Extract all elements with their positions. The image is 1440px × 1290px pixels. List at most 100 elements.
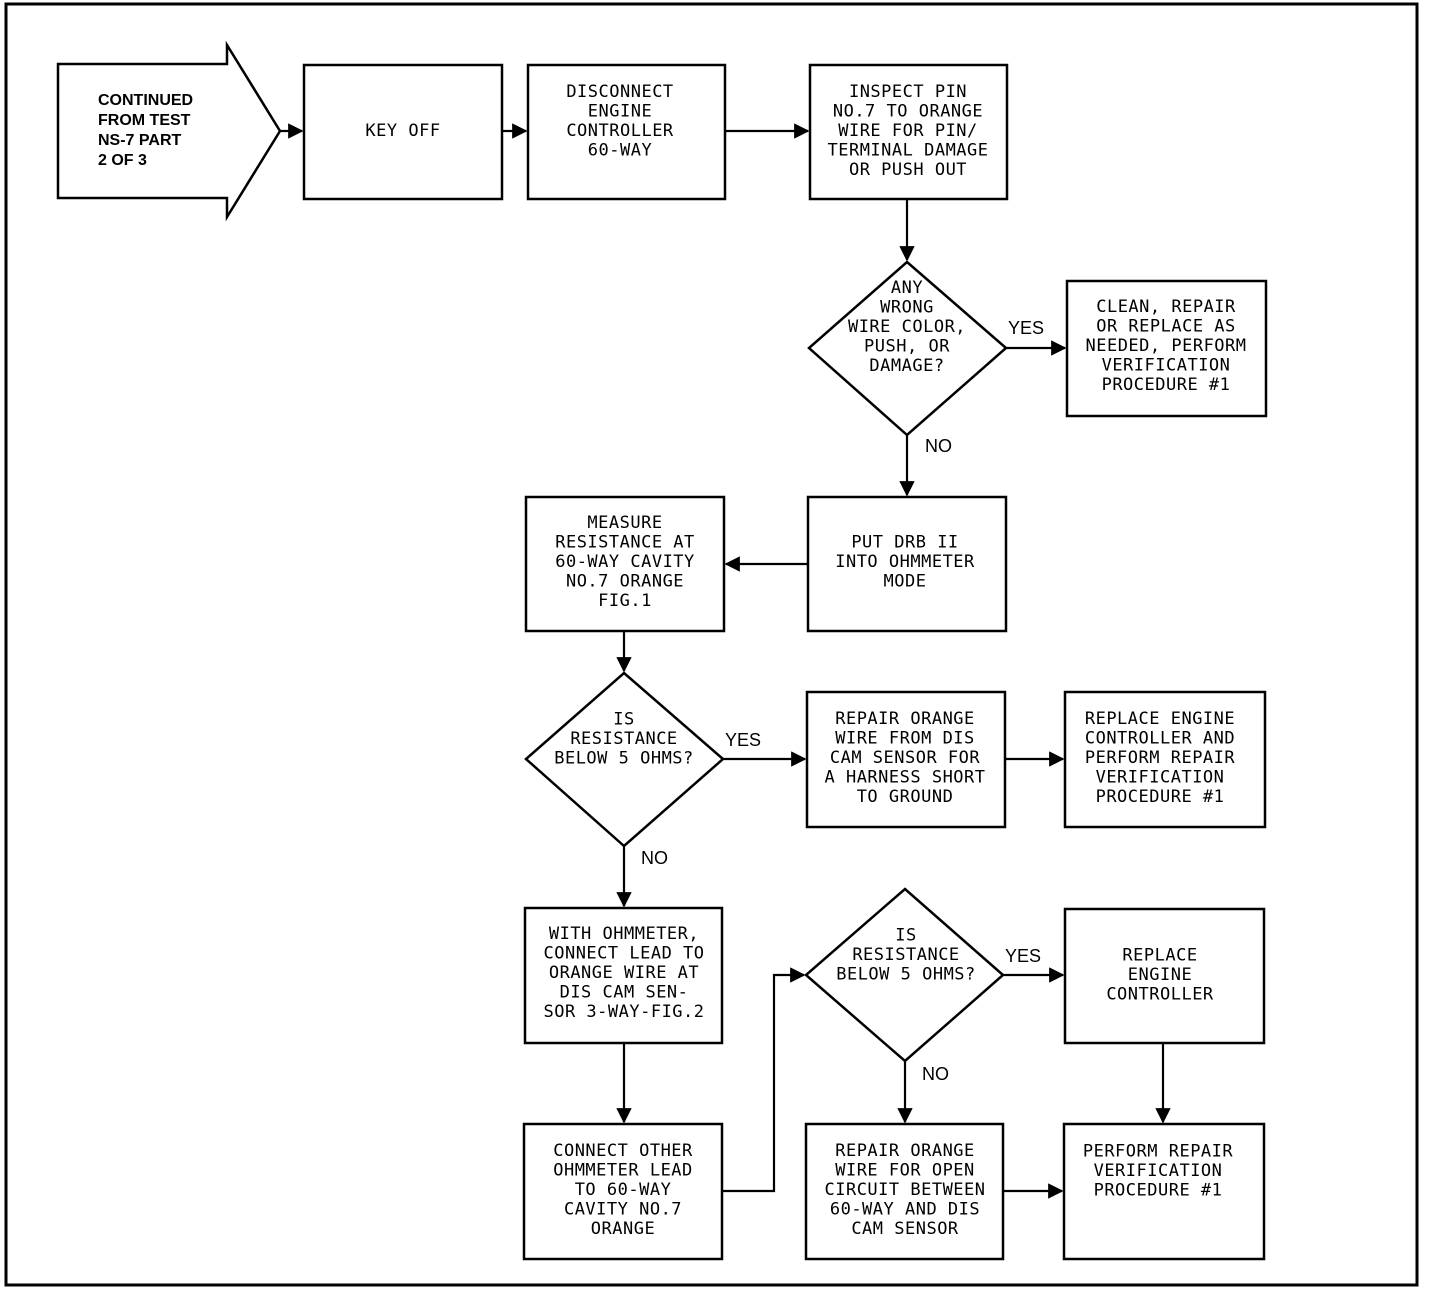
label-line: REPAIR ORANGE: [835, 709, 975, 729]
label-line: INTO OHMMETER: [835, 552, 975, 572]
repair-open-node: [804, 1122, 1005, 1261]
label-line: BELOW 5 OHMS?: [554, 749, 694, 769]
label-line: PUSH, OR: [864, 337, 950, 357]
label-line: WRONG: [880, 298, 934, 318]
label-line: OR PUSH OUT: [849, 160, 967, 180]
label-line: WIRE COLOR,: [848, 317, 966, 337]
label-line: TO GROUND: [857, 787, 954, 807]
label-line: PUT DRB II: [851, 533, 958, 553]
label-line: NO.7 ORANGE: [566, 572, 684, 592]
edge-label-yes-3: YES: [1005, 946, 1041, 966]
label-line: IS: [613, 710, 634, 730]
label-line: VERIFICATION: [1102, 356, 1231, 376]
label-line: CAM SENSOR: [851, 1219, 959, 1239]
label-line: PROCEDURE #1: [1102, 375, 1231, 395]
label-line: NS-7 PART: [98, 132, 181, 149]
label-line: WIRE FROM DIS: [835, 729, 975, 749]
label-line: CONTINUED: [98, 92, 193, 109]
label-line: INSPECT PIN: [849, 82, 967, 102]
label-line: TERMINAL DAMAGE: [827, 141, 988, 161]
label-line: REPLACE ENGINE: [1085, 709, 1235, 729]
label-line: ENGINE: [1128, 965, 1192, 985]
label-line: CONTROLLER: [566, 121, 674, 141]
label-line: ORANGE WIRE AT: [549, 963, 699, 983]
disconnect-node: [526, 63, 727, 201]
label-line: BELOW 5 OHMS?: [836, 965, 976, 985]
label-line: DIS CAM SEN-: [560, 983, 689, 1003]
perform-verif-node: [1062, 1122, 1266, 1261]
label-line: 60-WAY AND DIS: [830, 1200, 980, 1220]
label-line: RESISTANCE AT: [555, 533, 695, 553]
label-line: OR REPLACE AS: [1096, 317, 1236, 337]
label-line: 60-WAY: [588, 140, 652, 160]
label-line: 2 OF 3: [98, 152, 147, 169]
label-line: CONNECT LEAD TO: [543, 944, 704, 964]
measure-node: [524, 495, 726, 633]
page-border: [4, 2, 1419, 1287]
label-line: PERFORM REPAIR: [1083, 1142, 1234, 1162]
connect-other-node: [522, 1122, 724, 1261]
edge-connect-res2: [722, 967, 806, 1193]
label-line: CLEAN, REPAIR: [1096, 297, 1236, 317]
put-drb-node: [806, 495, 1008, 633]
label-line: MEASURE: [587, 513, 662, 533]
label-line: CAM SENSOR FOR: [830, 748, 981, 768]
label-line: ORANGE: [591, 1219, 655, 1239]
replace-perform-node: [1063, 690, 1267, 829]
label-line: WIRE FOR OPEN: [835, 1161, 975, 1181]
label-line: DISCONNECT: [566, 82, 673, 102]
label-line: NO.7 TO ORANGE: [833, 102, 983, 122]
inspect-node: [808, 63, 1009, 201]
label-line: TO 60-WAY: [575, 1180, 672, 1200]
label-line: 60-WAY CAVITY: [555, 552, 695, 572]
label-line: OHMMETER LEAD: [553, 1161, 693, 1181]
label-line: NEEDED, PERFORM: [1085, 336, 1246, 356]
label-line: WITH OHMMETER,: [549, 924, 699, 944]
label-line: PERFORM REPAIR: [1085, 748, 1236, 768]
with-ohm-node: [523, 906, 724, 1045]
label-line: VERIFICATION: [1096, 768, 1225, 788]
label-line: ANY: [891, 278, 923, 298]
label-line: DAMAGE?: [869, 356, 944, 376]
edge-label-no-1: NO: [925, 436, 952, 456]
label-line: IS: [895, 926, 916, 946]
label-line: RESISTANCE: [570, 729, 677, 749]
label-line: CAVITY NO.7: [564, 1200, 682, 1220]
start-arrow-node: [56, 40, 282, 222]
key-off-node: [302, 63, 504, 201]
edge-label-no-2: NO: [641, 848, 668, 868]
clean-node: [1065, 279, 1268, 418]
label-line: MODE: [884, 572, 927, 592]
replace-ctrl-node: [1063, 907, 1266, 1045]
label-line: PROCEDURE #1: [1094, 1181, 1223, 1201]
label-line: SOR 3-WAY-FIG.2: [543, 1002, 704, 1022]
label-line: WIRE FOR PIN/: [838, 121, 978, 141]
label-line: FROM TEST: [98, 112, 191, 129]
label-line: A HARNESS SHORT: [824, 768, 985, 788]
label-line: CONNECT OTHER: [553, 1141, 693, 1161]
label-line: PROCEDURE #1: [1096, 787, 1225, 807]
edge-label-no-3: NO: [922, 1064, 949, 1084]
edge-label-yes-1: YES: [1008, 318, 1044, 338]
label-line: REPLACE: [1122, 946, 1197, 966]
start-label: CONTINUED FROM TEST NS-7 PART 2 OF 3: [98, 92, 193, 169]
label-line: CIRCUIT BETWEEN: [824, 1180, 985, 1200]
edge-label-yes-2: YES: [725, 730, 761, 750]
